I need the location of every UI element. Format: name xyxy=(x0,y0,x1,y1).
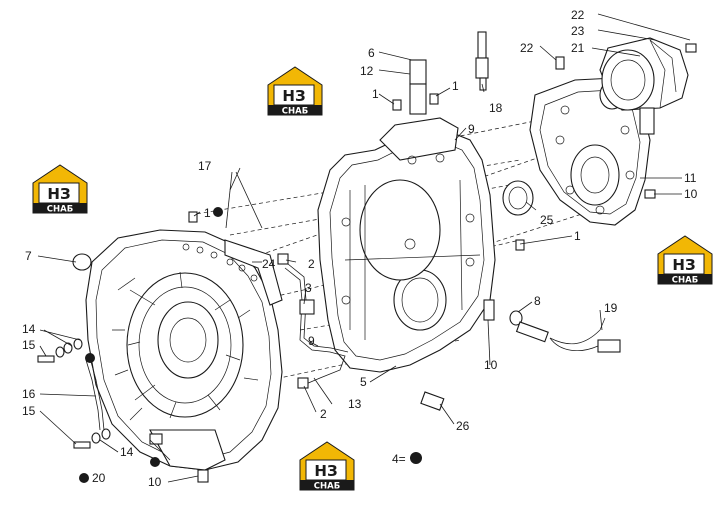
brand-logo-bottom: НЗ СНАБ xyxy=(299,441,355,492)
callout-8: 8 xyxy=(534,294,541,308)
callout-22: 22 xyxy=(520,41,534,55)
pipe-13 xyxy=(284,263,349,385)
callout-25: 25 xyxy=(540,213,554,227)
svg-text:СНАБ: СНАБ xyxy=(672,276,698,286)
callout-1: 1 xyxy=(574,229,581,243)
front-housing xyxy=(85,229,283,471)
callout-10: 10 xyxy=(484,358,498,372)
bolts-small xyxy=(188,43,697,251)
sensor-top xyxy=(475,31,489,91)
item-4-markers xyxy=(79,207,422,483)
pipe-16 xyxy=(85,357,105,431)
callout-17: 17 xyxy=(198,159,212,173)
brand-logo-left: НЗ СНАБ xyxy=(32,164,88,215)
leader-lines xyxy=(37,13,691,483)
callout-7: 7 xyxy=(25,249,32,263)
fittings xyxy=(149,253,495,483)
callout-16: 16 xyxy=(22,387,36,401)
svg-text:НЗ: НЗ xyxy=(47,185,70,203)
callout-labels: 22 23 21 22 6 12 1 1 18 9 17 1 7 24 2 3 … xyxy=(22,8,698,489)
callout-6: 6 xyxy=(368,46,375,60)
callout-1: 1 xyxy=(204,206,211,220)
plug-sleeve xyxy=(409,59,427,115)
svg-text:НЗ: НЗ xyxy=(314,462,337,480)
callout-13: 13 xyxy=(348,397,362,411)
brand-logo-right: НЗ СНАБ xyxy=(657,235,713,286)
callout-1: 1 xyxy=(452,79,459,93)
brand-logo-top: НЗ СНАБ xyxy=(267,66,323,117)
callout-10: 10 xyxy=(684,187,698,201)
callout-15: 15 xyxy=(22,404,36,418)
callout-15: 15 xyxy=(22,338,36,352)
callout-5: 5 xyxy=(360,375,367,389)
callout-26: 26 xyxy=(456,419,470,433)
svg-text:СНАБ: СНАБ xyxy=(47,205,73,215)
washers-left xyxy=(37,338,111,449)
svg-text:НЗ: НЗ xyxy=(282,87,305,105)
callout-14: 14 xyxy=(22,322,36,336)
callout-10: 10 xyxy=(148,475,162,489)
callout-21: 21 xyxy=(571,41,585,55)
svg-text:СНАБ: СНАБ xyxy=(314,482,340,492)
callout-3: 3 xyxy=(305,281,312,295)
hydraulic-motor xyxy=(599,37,689,135)
callout-11: 11 xyxy=(684,171,697,185)
callout-12: 12 xyxy=(360,64,374,78)
callout-2: 2 xyxy=(320,407,327,421)
legend-text: 4= xyxy=(392,452,406,466)
plug-7 xyxy=(72,253,92,271)
callout-24: 24 xyxy=(262,257,276,271)
svg-text:НЗ: НЗ xyxy=(672,256,695,274)
callout-9: 9 xyxy=(468,122,475,136)
main-housing xyxy=(317,117,496,373)
callout-19: 19 xyxy=(604,301,618,315)
callout-1: 1 xyxy=(372,87,379,101)
callout-23: 23 xyxy=(571,24,585,38)
sensor-8-19 xyxy=(509,310,621,353)
seal-ring xyxy=(502,180,534,216)
svg-text:СНАБ: СНАБ xyxy=(282,107,308,117)
callout-20: 20 xyxy=(92,471,106,485)
callout-22: 22 xyxy=(571,8,585,22)
callout-18: 18 xyxy=(489,101,503,115)
callout-14: 14 xyxy=(120,445,134,459)
callout-9: 9 xyxy=(308,334,315,348)
callout-2: 2 xyxy=(308,257,315,271)
